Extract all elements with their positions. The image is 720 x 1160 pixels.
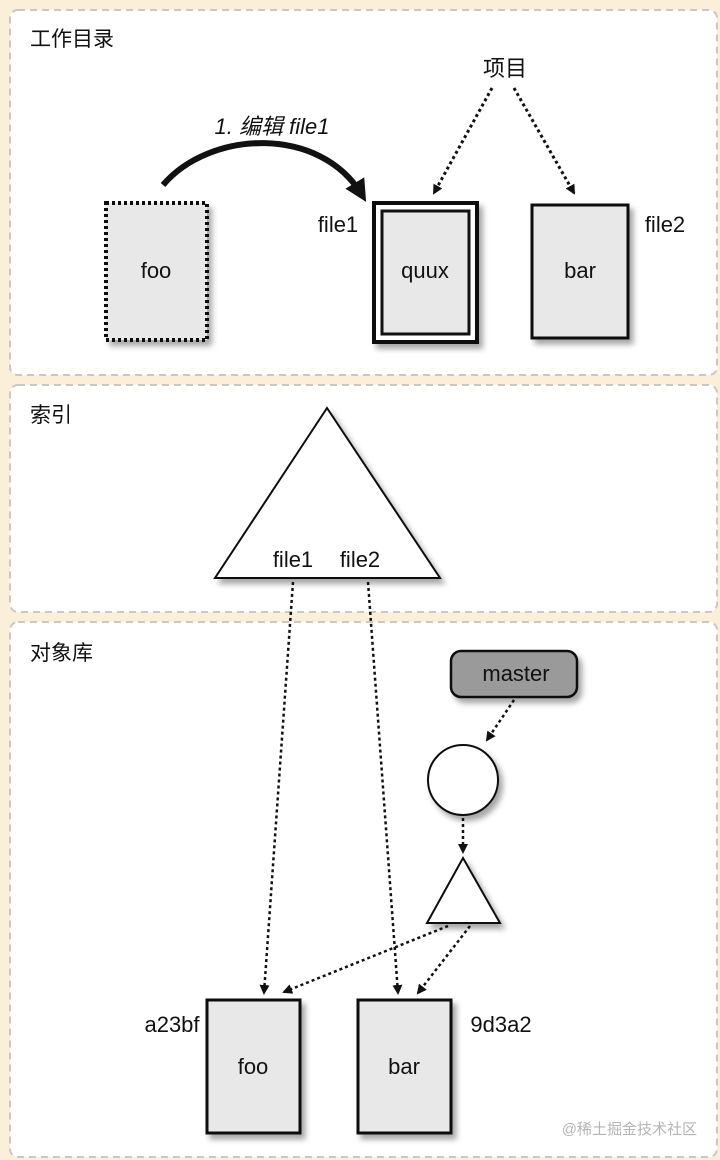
- index-title: 索引: [30, 404, 72, 427]
- master-to-commit-arrow: [485, 699, 516, 742]
- object-store-title: 对象库: [30, 642, 93, 665]
- watermark: @稀土掘金技术社区: [562, 1121, 697, 1138]
- index-tree-triangle: [213, 406, 442, 579]
- file2-box: [530, 203, 630, 340]
- master-branch-label: master: [482, 661, 549, 686]
- commit-tree-triangle: [425, 855, 502, 924]
- blob-foo-hash: a23bf: [144, 1012, 200, 1037]
- blob-bar-hash: 9d3a2: [470, 1012, 531, 1037]
- master-branch-ref: [449, 649, 579, 699]
- items-arrow-bar: [512, 87, 576, 195]
- index-file1-arrow: [259, 581, 295, 995]
- file2-content: bar: [564, 258, 596, 283]
- blob-foo-content: foo: [238, 1054, 269, 1079]
- old-file-box: [104, 201, 209, 342]
- blob-bar-box: [356, 998, 453, 1135]
- blob-foo-box: [205, 998, 302, 1135]
- edit-arrow: [160, 140, 367, 202]
- working-directory-title: 工作目录: [30, 28, 114, 51]
- index-file2-arrow: [366, 581, 403, 995]
- file1-label: file1: [318, 212, 358, 237]
- items-arrow-quux: [432, 87, 494, 195]
- tree-to-bar-arrow: [416, 925, 471, 995]
- commit-node: [427, 744, 499, 816]
- edit-step-label: 1. 编辑 file1: [215, 114, 330, 139]
- old-file-content: foo: [141, 258, 172, 283]
- file1-box: [380, 209, 471, 336]
- items-label: 项目: [483, 56, 527, 81]
- index-entry-file2: file2: [340, 547, 380, 572]
- index-entry-file1: file1: [273, 547, 313, 572]
- blob-bar-content: bar: [388, 1054, 420, 1079]
- file2-label: file2: [645, 212, 685, 237]
- file1-content: quux: [401, 258, 449, 283]
- object-store-panel: [9, 621, 718, 1158]
